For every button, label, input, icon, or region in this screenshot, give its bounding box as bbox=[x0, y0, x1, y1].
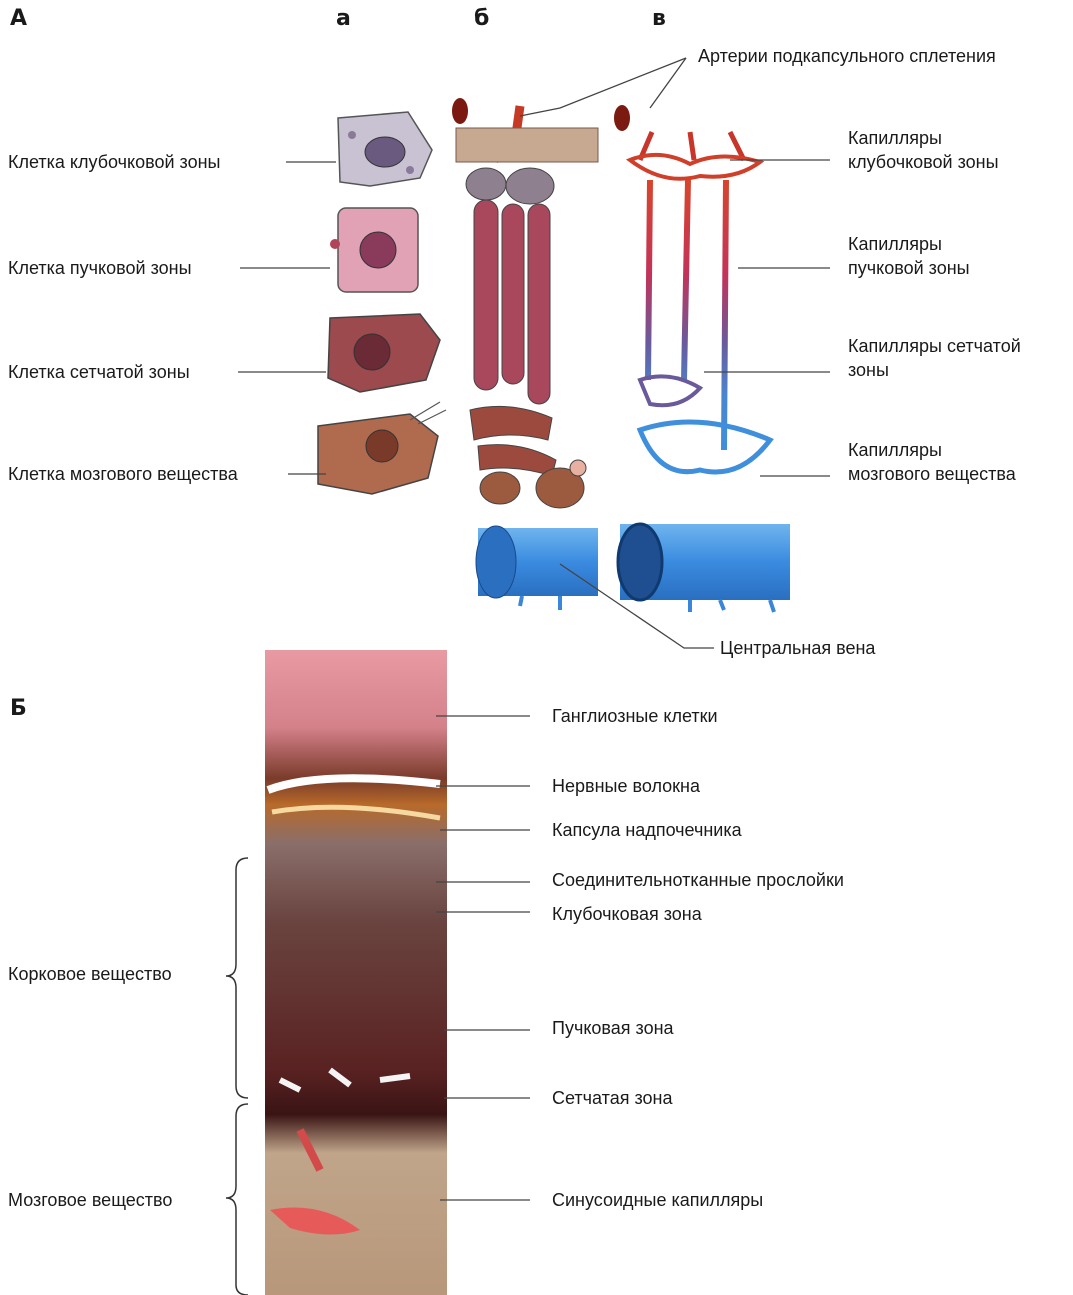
label-cap-med-2: мозгового вещества bbox=[848, 462, 1016, 486]
cell-glomerulosa-drawing bbox=[338, 112, 432, 186]
label-arteries: Артерии подкапсульного сплетения bbox=[698, 44, 996, 68]
panel-a-letter: А bbox=[10, 6, 27, 31]
cell-fasciculata-drawing bbox=[330, 208, 418, 292]
label-ret-zone: Сетчатая зона bbox=[552, 1086, 672, 1110]
column-v-letter: в bbox=[652, 6, 666, 31]
label-cap-fasc-2: пучковой зоны bbox=[848, 256, 970, 280]
medulla-brace bbox=[226, 1104, 248, 1295]
label-cap-ret-2: зоны bbox=[848, 358, 889, 382]
label-connective: Соединительнотканные прослойки bbox=[552, 868, 844, 892]
label-medulla: Мозговое вещество bbox=[8, 1188, 172, 1212]
cortex-brace bbox=[226, 858, 248, 1098]
tissue-section bbox=[265, 650, 447, 1295]
label-cell-medulla: Клетка мозгового вещества bbox=[8, 462, 238, 486]
label-sinus: Синусоидные капилляры bbox=[552, 1188, 763, 1212]
label-cell-reticularis: Клетка сетчатой зоны bbox=[8, 360, 190, 384]
label-cortex: Корковое вещество bbox=[8, 962, 172, 986]
panel-b-letter: Б bbox=[10, 696, 27, 721]
label-cap-ret-1: Капилляры сетчатой bbox=[848, 334, 1021, 358]
cell-medulla-drawing bbox=[318, 402, 446, 494]
label-capsule: Капсула надпочечника bbox=[552, 818, 742, 842]
label-central-vein: Центральная вена bbox=[720, 636, 875, 660]
label-cap-med-1: Капилляры bbox=[848, 438, 942, 462]
column-b-letter: б bbox=[474, 6, 489, 31]
label-fasc-zone: Пучковая зона bbox=[552, 1016, 674, 1040]
label-cell-fasciculata: Клетка пучковой зоны bbox=[8, 256, 192, 280]
label-glom-zone: Клубочковая зона bbox=[552, 902, 702, 926]
label-ganglion: Ганглиозные клетки bbox=[552, 704, 718, 728]
cortex-cell-cords bbox=[452, 98, 598, 610]
label-nerve: Нервные волокна bbox=[552, 774, 700, 798]
label-cap-glom-2: клубочковой зоны bbox=[848, 150, 999, 174]
label-cap-glom-1: Капилляры bbox=[848, 126, 942, 150]
column-a-letter: а bbox=[336, 6, 351, 31]
label-cell-glomerulosa: Клетка клубочковой зоны bbox=[8, 150, 220, 174]
label-cap-fasc-1: Капилляры bbox=[848, 232, 942, 256]
cell-reticularis-drawing bbox=[328, 314, 440, 392]
vascular-tree bbox=[614, 105, 790, 612]
